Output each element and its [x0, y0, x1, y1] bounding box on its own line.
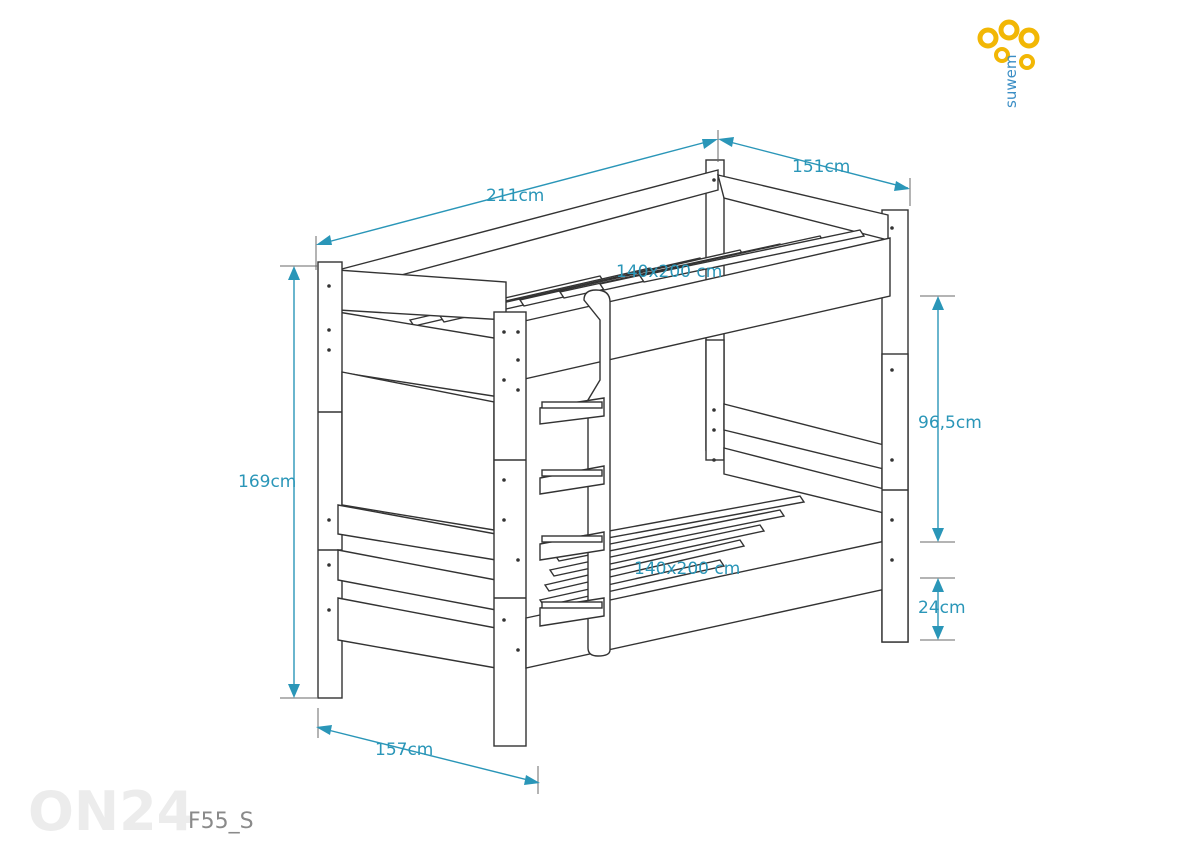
upper-front-rail — [337, 269, 507, 321]
bed-drawing — [317, 159, 909, 747]
dim-bunk-gap-label: 96,5cm — [918, 413, 982, 433]
dim-length-label: 211cm — [486, 186, 544, 206]
brand-logo: suwem — [977, 19, 1040, 108]
dim-width-top-label: 151cm — [792, 157, 850, 177]
mattress-top-label: 140x200 cm — [616, 262, 722, 282]
post-front-right — [493, 311, 527, 747]
watermark-logo: ON24 — [28, 780, 194, 843]
flower-icon — [977, 19, 1040, 70]
dim-height-label: 169cm — [238, 472, 296, 492]
brand-name: suwem — [1002, 55, 1020, 108]
product-code: F55_S — [188, 809, 254, 834]
dim-clearance-label: 24cm — [918, 598, 966, 618]
mattress-bottom-label: 140x200 cm — [634, 559, 740, 579]
upper-slats — [408, 229, 866, 327]
dim-width-front-label: 157cm — [375, 740, 433, 760]
dimension-lines — [280, 130, 955, 794]
ladder — [539, 289, 611, 657]
